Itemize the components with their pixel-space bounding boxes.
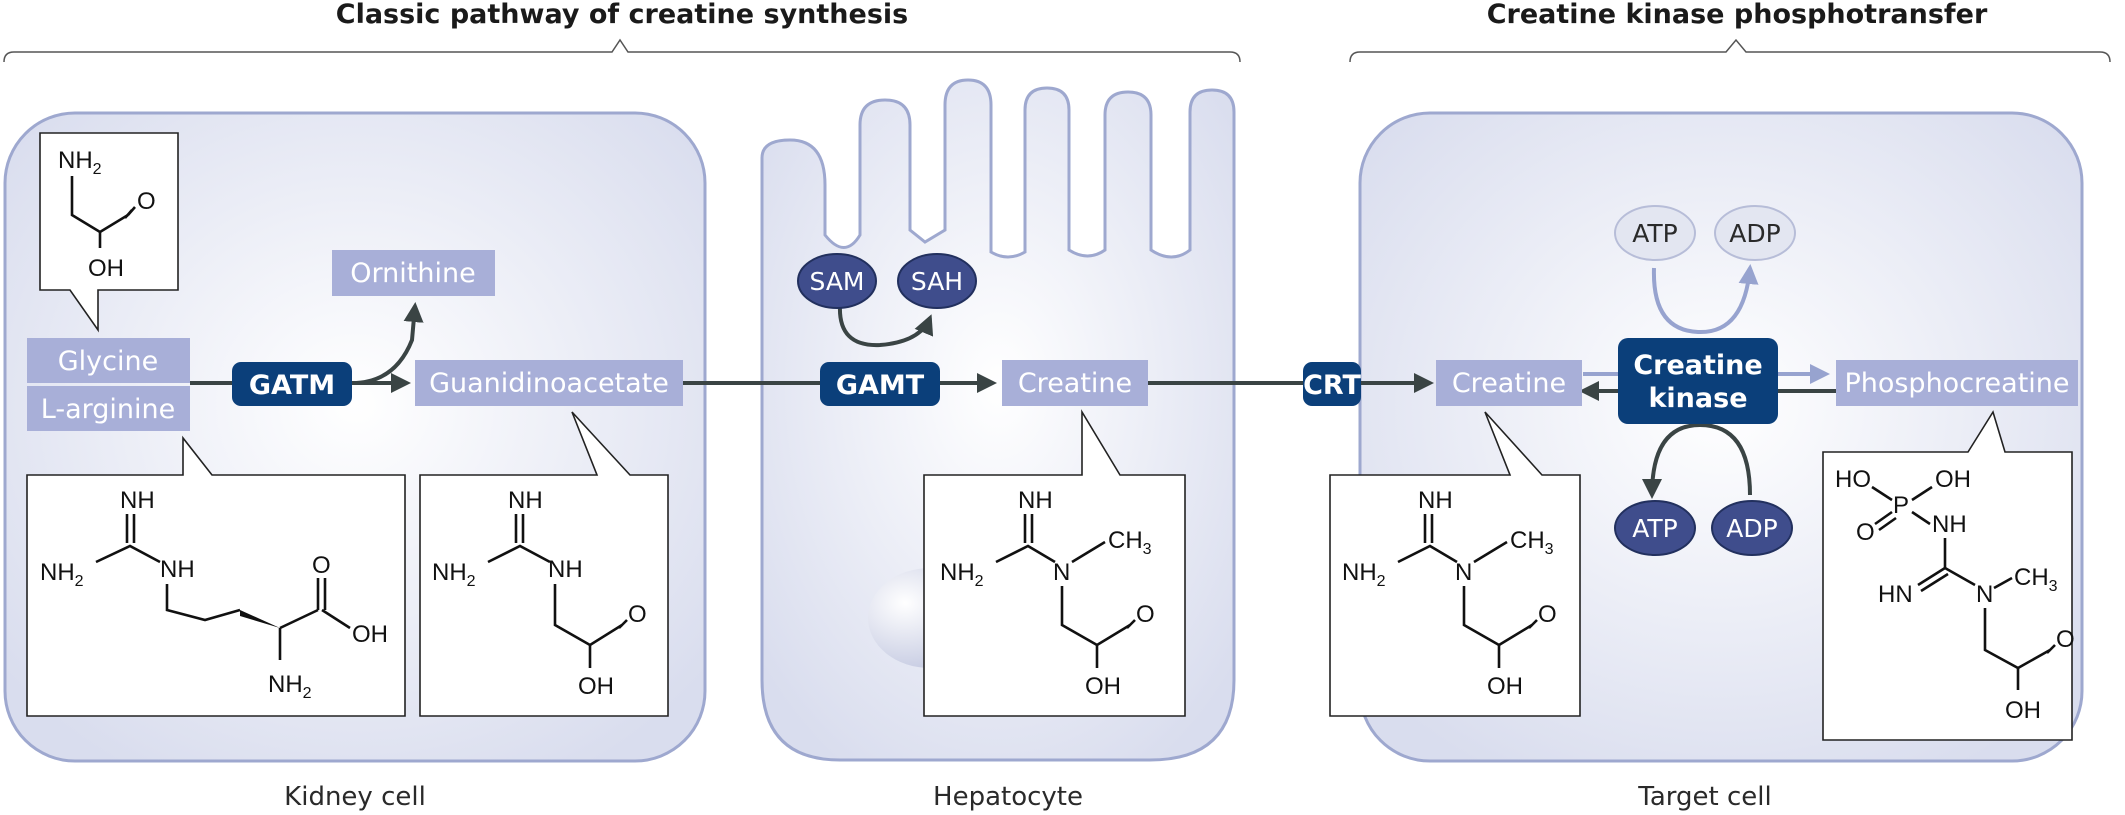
creatine-kinase-label-line1: Creatine xyxy=(1633,350,1762,381)
sam-label: SAM xyxy=(809,267,864,296)
atp-top-oval: ATP xyxy=(1614,205,1696,261)
gamt-enzyme: GAMT xyxy=(820,362,940,406)
adp-bottom-label: ADP xyxy=(1726,514,1777,543)
svg-text:NH2: NH2 xyxy=(268,671,312,702)
arginine-label: L-arginine xyxy=(41,394,175,425)
atp-bottom-label: ATP xyxy=(1632,514,1678,543)
creatine-structure-callout-hepatocyte: NH NH2 N CH3 O OH xyxy=(923,409,1186,717)
svg-text:OH: OH xyxy=(1487,673,1523,700)
atp-top-label: ATP xyxy=(1632,219,1678,248)
sah-label: SAH xyxy=(911,267,963,296)
phosphocreatine-label: Phosphocreatine xyxy=(1844,368,2069,399)
creatine-kinase-enzyme: Creatine kinase xyxy=(1618,338,1778,424)
guanidinoacetate-structure-callout: NH NH2 NH O OH xyxy=(419,411,669,717)
svg-text:HO: HO xyxy=(1835,466,1871,493)
ck-phosphotransfer-bracket xyxy=(1349,38,2111,63)
classic-pathway-heading: Classic pathway of creatine synthesis xyxy=(336,0,908,30)
svg-text:NH: NH xyxy=(160,556,195,583)
svg-text:OH: OH xyxy=(1935,466,1971,493)
svg-text:CH3: CH3 xyxy=(2014,564,2058,595)
gatm-enzyme: GATM xyxy=(232,362,352,406)
svg-text:OH: OH xyxy=(2005,697,2041,724)
svg-text:OH: OH xyxy=(88,255,124,282)
creatine-structure-callout-target: NH NH2 N CH3 O OH xyxy=(1329,411,1581,717)
svg-text:OH: OH xyxy=(352,621,388,648)
glycine-box: Glycine xyxy=(27,338,190,383)
svg-text:N: N xyxy=(1053,559,1070,586)
svg-text:O: O xyxy=(628,601,647,628)
ck-phosphotransfer-heading: Creatine kinase phosphotransfer xyxy=(1487,0,1988,30)
target-cell-caption: Target cell xyxy=(1637,782,1771,812)
ornithine-label: Ornithine xyxy=(350,258,475,289)
ornithine-box: Ornithine xyxy=(332,250,495,296)
glycine-structure-callout: NH2 O OH xyxy=(39,132,179,333)
phosphocreatine-structure-callout: HO OH P O NH HN N CH3 O OH xyxy=(1822,410,2075,741)
sam-oval: SAM xyxy=(797,253,877,309)
svg-text:P: P xyxy=(1893,492,1909,519)
creatine-hepatocyte-box: Creatine xyxy=(1002,360,1148,406)
svg-text:NH: NH xyxy=(1018,487,1053,514)
svg-text:O: O xyxy=(2056,626,2075,653)
svg-text:O: O xyxy=(1856,519,1875,546)
sah-oval: SAH xyxy=(897,253,977,309)
svg-text:N: N xyxy=(1455,559,1472,586)
atp-to-adp-top-arrow xyxy=(1651,264,1759,335)
svg-text:NH: NH xyxy=(508,487,543,514)
svg-text:O: O xyxy=(137,188,156,215)
creatine-target-box: Creatine xyxy=(1436,360,1582,406)
svg-text:O: O xyxy=(1136,601,1155,628)
svg-text:OH: OH xyxy=(578,673,614,700)
glycine-label: Glycine xyxy=(58,346,158,377)
svg-text:NH2: NH2 xyxy=(432,559,476,590)
svg-text:HN: HN xyxy=(1878,581,1913,608)
svg-text:CH3: CH3 xyxy=(1108,527,1152,558)
guanidinoacetate-label: Guanidinoacetate xyxy=(429,368,669,399)
svg-text:NH2: NH2 xyxy=(940,559,984,590)
svg-text:NH: NH xyxy=(1932,511,1967,538)
svg-text:NH2: NH2 xyxy=(58,147,102,178)
svg-text:CH3: CH3 xyxy=(1510,527,1554,558)
arginine-structure-callout: NH NH2 NH O OH NH2 xyxy=(26,435,406,717)
svg-text:OH: OH xyxy=(1085,673,1121,700)
adp-bottom-oval: ADP xyxy=(1711,500,1793,556)
phosphocreatine-box: Phosphocreatine xyxy=(1836,360,2078,406)
svg-text:N: N xyxy=(1976,581,1993,608)
guanidinoacetate-box: Guanidinoacetate xyxy=(415,360,683,406)
svg-text:O: O xyxy=(1538,601,1557,628)
flow-arrow-gatm-ornithine xyxy=(351,302,424,385)
classic-pathway-bracket xyxy=(3,38,1241,63)
creatine-target-label: Creatine xyxy=(1452,368,1566,399)
atp-bottom-oval: ATP xyxy=(1614,500,1696,556)
svg-text:NH: NH xyxy=(120,487,155,514)
crt-label: CRT xyxy=(1303,370,1361,401)
gatm-label: GATM xyxy=(249,370,335,401)
adp-to-atp-bottom-arrow xyxy=(1642,422,1752,499)
svg-text:O: O xyxy=(312,552,331,579)
adp-top-label: ADP xyxy=(1729,219,1780,248)
svg-text:NH: NH xyxy=(548,556,583,583)
creatine-kinase-label-line2: kinase xyxy=(1648,383,1747,414)
creatine-hepatocyte-label: Creatine xyxy=(1018,368,1132,399)
sam-to-sah-arrow xyxy=(837,304,934,348)
svg-text:NH: NH xyxy=(1418,487,1453,514)
gamt-label: GAMT xyxy=(836,370,925,401)
svg-text:NH2: NH2 xyxy=(40,559,84,590)
adp-top-oval: ADP xyxy=(1714,205,1796,261)
crt-transporter: CRT xyxy=(1303,362,1361,406)
svg-text:NH2: NH2 xyxy=(1342,559,1386,590)
arginine-box: L-arginine xyxy=(27,386,190,431)
kidney-cell-caption: Kidney cell xyxy=(284,782,426,812)
hepatocyte-caption: Hepatocyte xyxy=(933,782,1083,812)
